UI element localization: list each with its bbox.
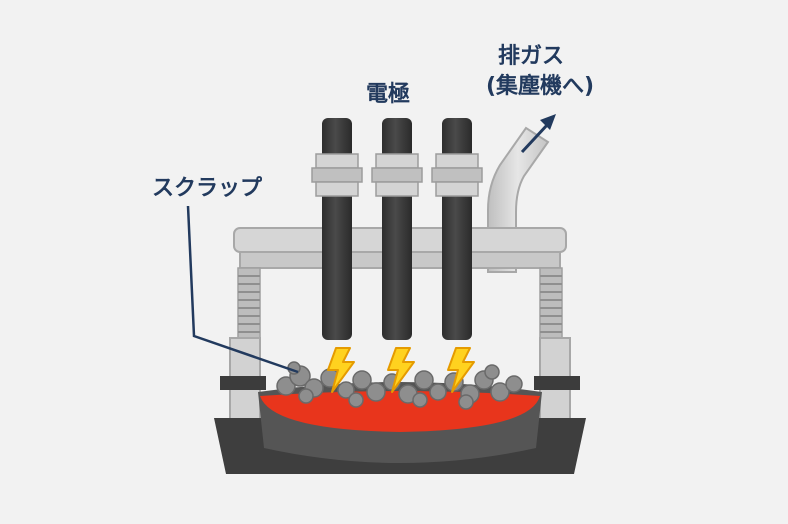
electrode-right (431, 118, 483, 340)
left-screw-column (237, 267, 261, 339)
scrap-pile (276, 361, 523, 410)
electrode-label: 電極 (366, 82, 411, 107)
electrode-center (371, 118, 423, 340)
lightning-bolt-icon (447, 347, 475, 393)
lightning-bolt-icon (327, 347, 355, 393)
arrow-up-right-icon (520, 114, 556, 154)
right-screw-column (539, 267, 563, 339)
exhaust-label-line1: 排ガス (498, 44, 565, 69)
scrap-leader-line (186, 205, 299, 374)
scrap-label: スクラップ (152, 176, 263, 201)
lightning-bolt-icon (387, 347, 415, 393)
electrode-left (311, 118, 363, 340)
exhaust-label-line2: (集塵機へ) (486, 74, 595, 99)
